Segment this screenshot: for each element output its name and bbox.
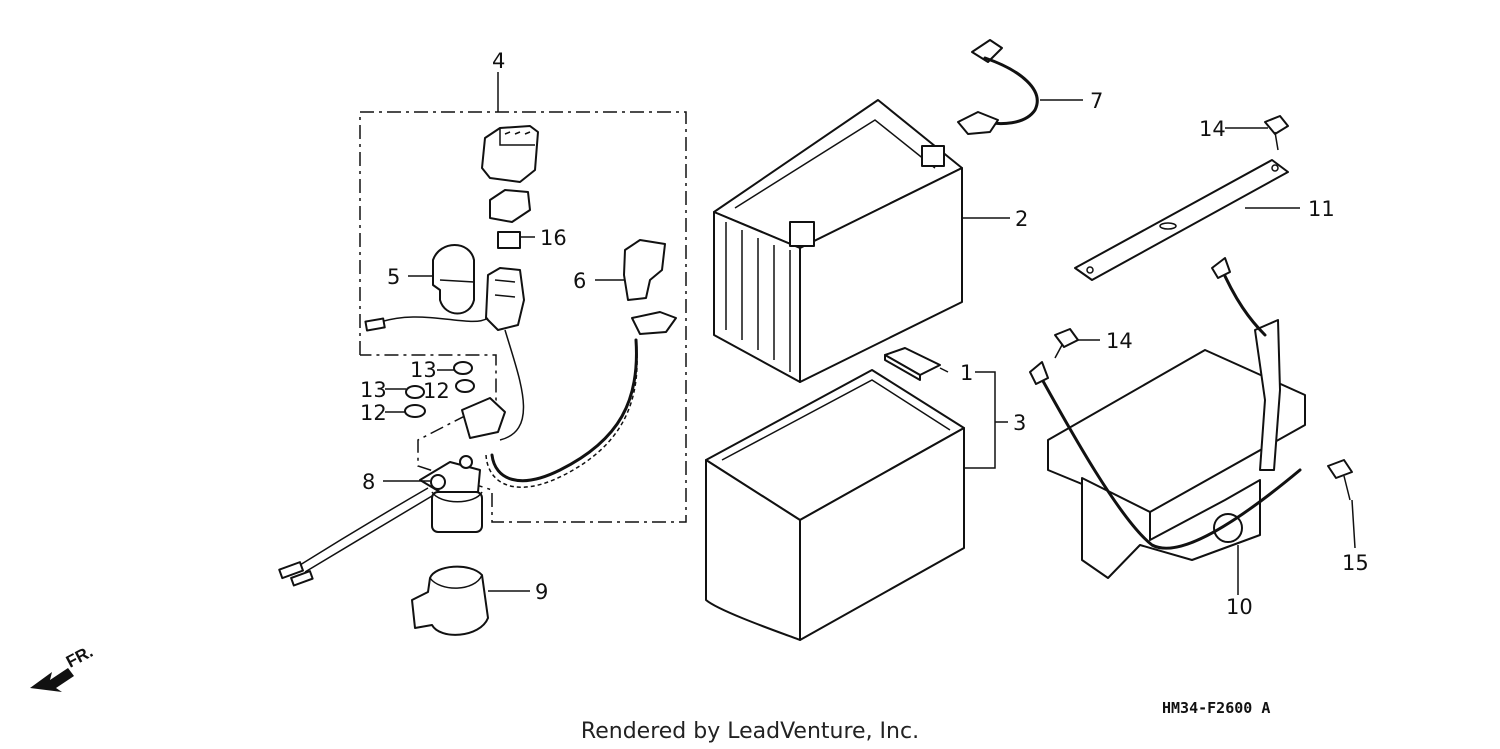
callout-5: 5 xyxy=(387,265,400,289)
switch-rubber-part xyxy=(411,565,489,636)
callout-15: 15 xyxy=(1342,551,1369,575)
relay-group-boundary xyxy=(359,111,687,523)
callout-10: 10 xyxy=(1226,595,1253,619)
callout-4: 4 xyxy=(492,49,505,73)
render-credit: Rendered by LeadVenture, Inc. xyxy=(581,719,919,744)
front-label: FR. xyxy=(63,642,96,672)
front-arrow-icon xyxy=(30,668,74,692)
battery-band-part xyxy=(1074,159,1289,281)
positive-cable-part xyxy=(461,311,677,488)
starter-switch-part xyxy=(278,455,483,587)
relay-harness-part xyxy=(364,267,525,441)
callout-14-upper: 14 xyxy=(1199,117,1226,141)
callout-14-lower: 14 xyxy=(1106,329,1133,353)
callout-11: 11 xyxy=(1308,197,1335,221)
callout-13-upper: 13 xyxy=(410,358,437,382)
terminal-cap-part xyxy=(432,244,475,315)
callout-12-upper: 12 xyxy=(423,379,450,403)
callout-16: 16 xyxy=(540,226,567,250)
battery-case-part xyxy=(705,369,965,641)
callout-8: 8 xyxy=(362,470,375,494)
callout-7: 7 xyxy=(1090,89,1103,113)
callout-3: 3 xyxy=(1013,411,1026,435)
callout-2: 2 xyxy=(1015,207,1028,231)
callout-6: 6 xyxy=(573,269,586,293)
front-direction-indicator: FR. xyxy=(30,642,96,692)
callout-1: 1 xyxy=(960,361,973,385)
negative-cable-part xyxy=(957,39,1039,135)
bolt-parts xyxy=(1054,115,1353,501)
battery-box-part xyxy=(1029,257,1306,579)
drawing-code: HM34-F2600 A xyxy=(1162,699,1270,717)
starter-relay-part xyxy=(481,125,539,249)
callout-13-lower: 13 xyxy=(360,378,387,402)
terminal-cover-part xyxy=(623,239,666,301)
leader-lines xyxy=(383,72,1356,595)
callout-9: 9 xyxy=(535,580,548,604)
battery-pad-part xyxy=(884,347,941,381)
nuts-washers-part xyxy=(404,361,475,418)
callout-12-lower: 12 xyxy=(360,401,387,425)
battery-part xyxy=(713,99,963,383)
callout-labels: 1 2 3 4 5 6 7 8 9 10 11 12 12 13 13 14 1… xyxy=(360,49,1369,619)
